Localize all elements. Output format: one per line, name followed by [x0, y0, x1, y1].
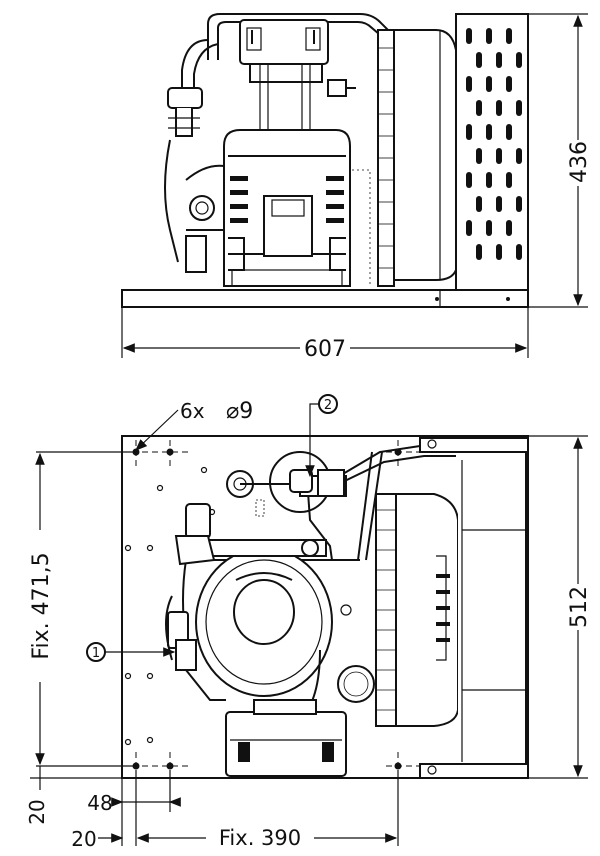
capacitor — [337, 665, 375, 703]
fix-vertical-dimension: Fix. 471,5 — [29, 552, 54, 659]
offset-20-vertical: 20 — [25, 799, 49, 824]
base-plate — [121, 289, 529, 308]
offset-48: 48 — [87, 791, 112, 815]
holes-diameter-label: ⌀9 — [226, 399, 253, 424]
callout-1-number: 1 — [92, 646, 100, 661]
fix-horizontal-dimension: Fix. 390 — [219, 826, 301, 850]
top-view: 6x ⌀9 2 1 512 Fix. 471,5 20 48 — [25, 394, 592, 851]
height-dimension: 436 — [567, 141, 592, 183]
holes-count-label: 6x — [180, 399, 205, 423]
fan-guard-slots — [466, 28, 522, 260]
fitting — [189, 195, 215, 221]
fan-guard-top — [458, 451, 527, 771]
suction-pipe — [207, 13, 393, 60]
fan-shroud — [393, 29, 457, 281]
depth-dimension: 512 — [567, 586, 592, 628]
callout-2-number: 2 — [324, 398, 332, 413]
offset-20-horizontal: 20 — [71, 827, 96, 851]
width-dimension: 607 — [304, 337, 346, 362]
side-view: 436 607 — [121, 13, 592, 362]
service-valve-side — [167, 87, 203, 109]
service-valve-top — [185, 503, 211, 539]
